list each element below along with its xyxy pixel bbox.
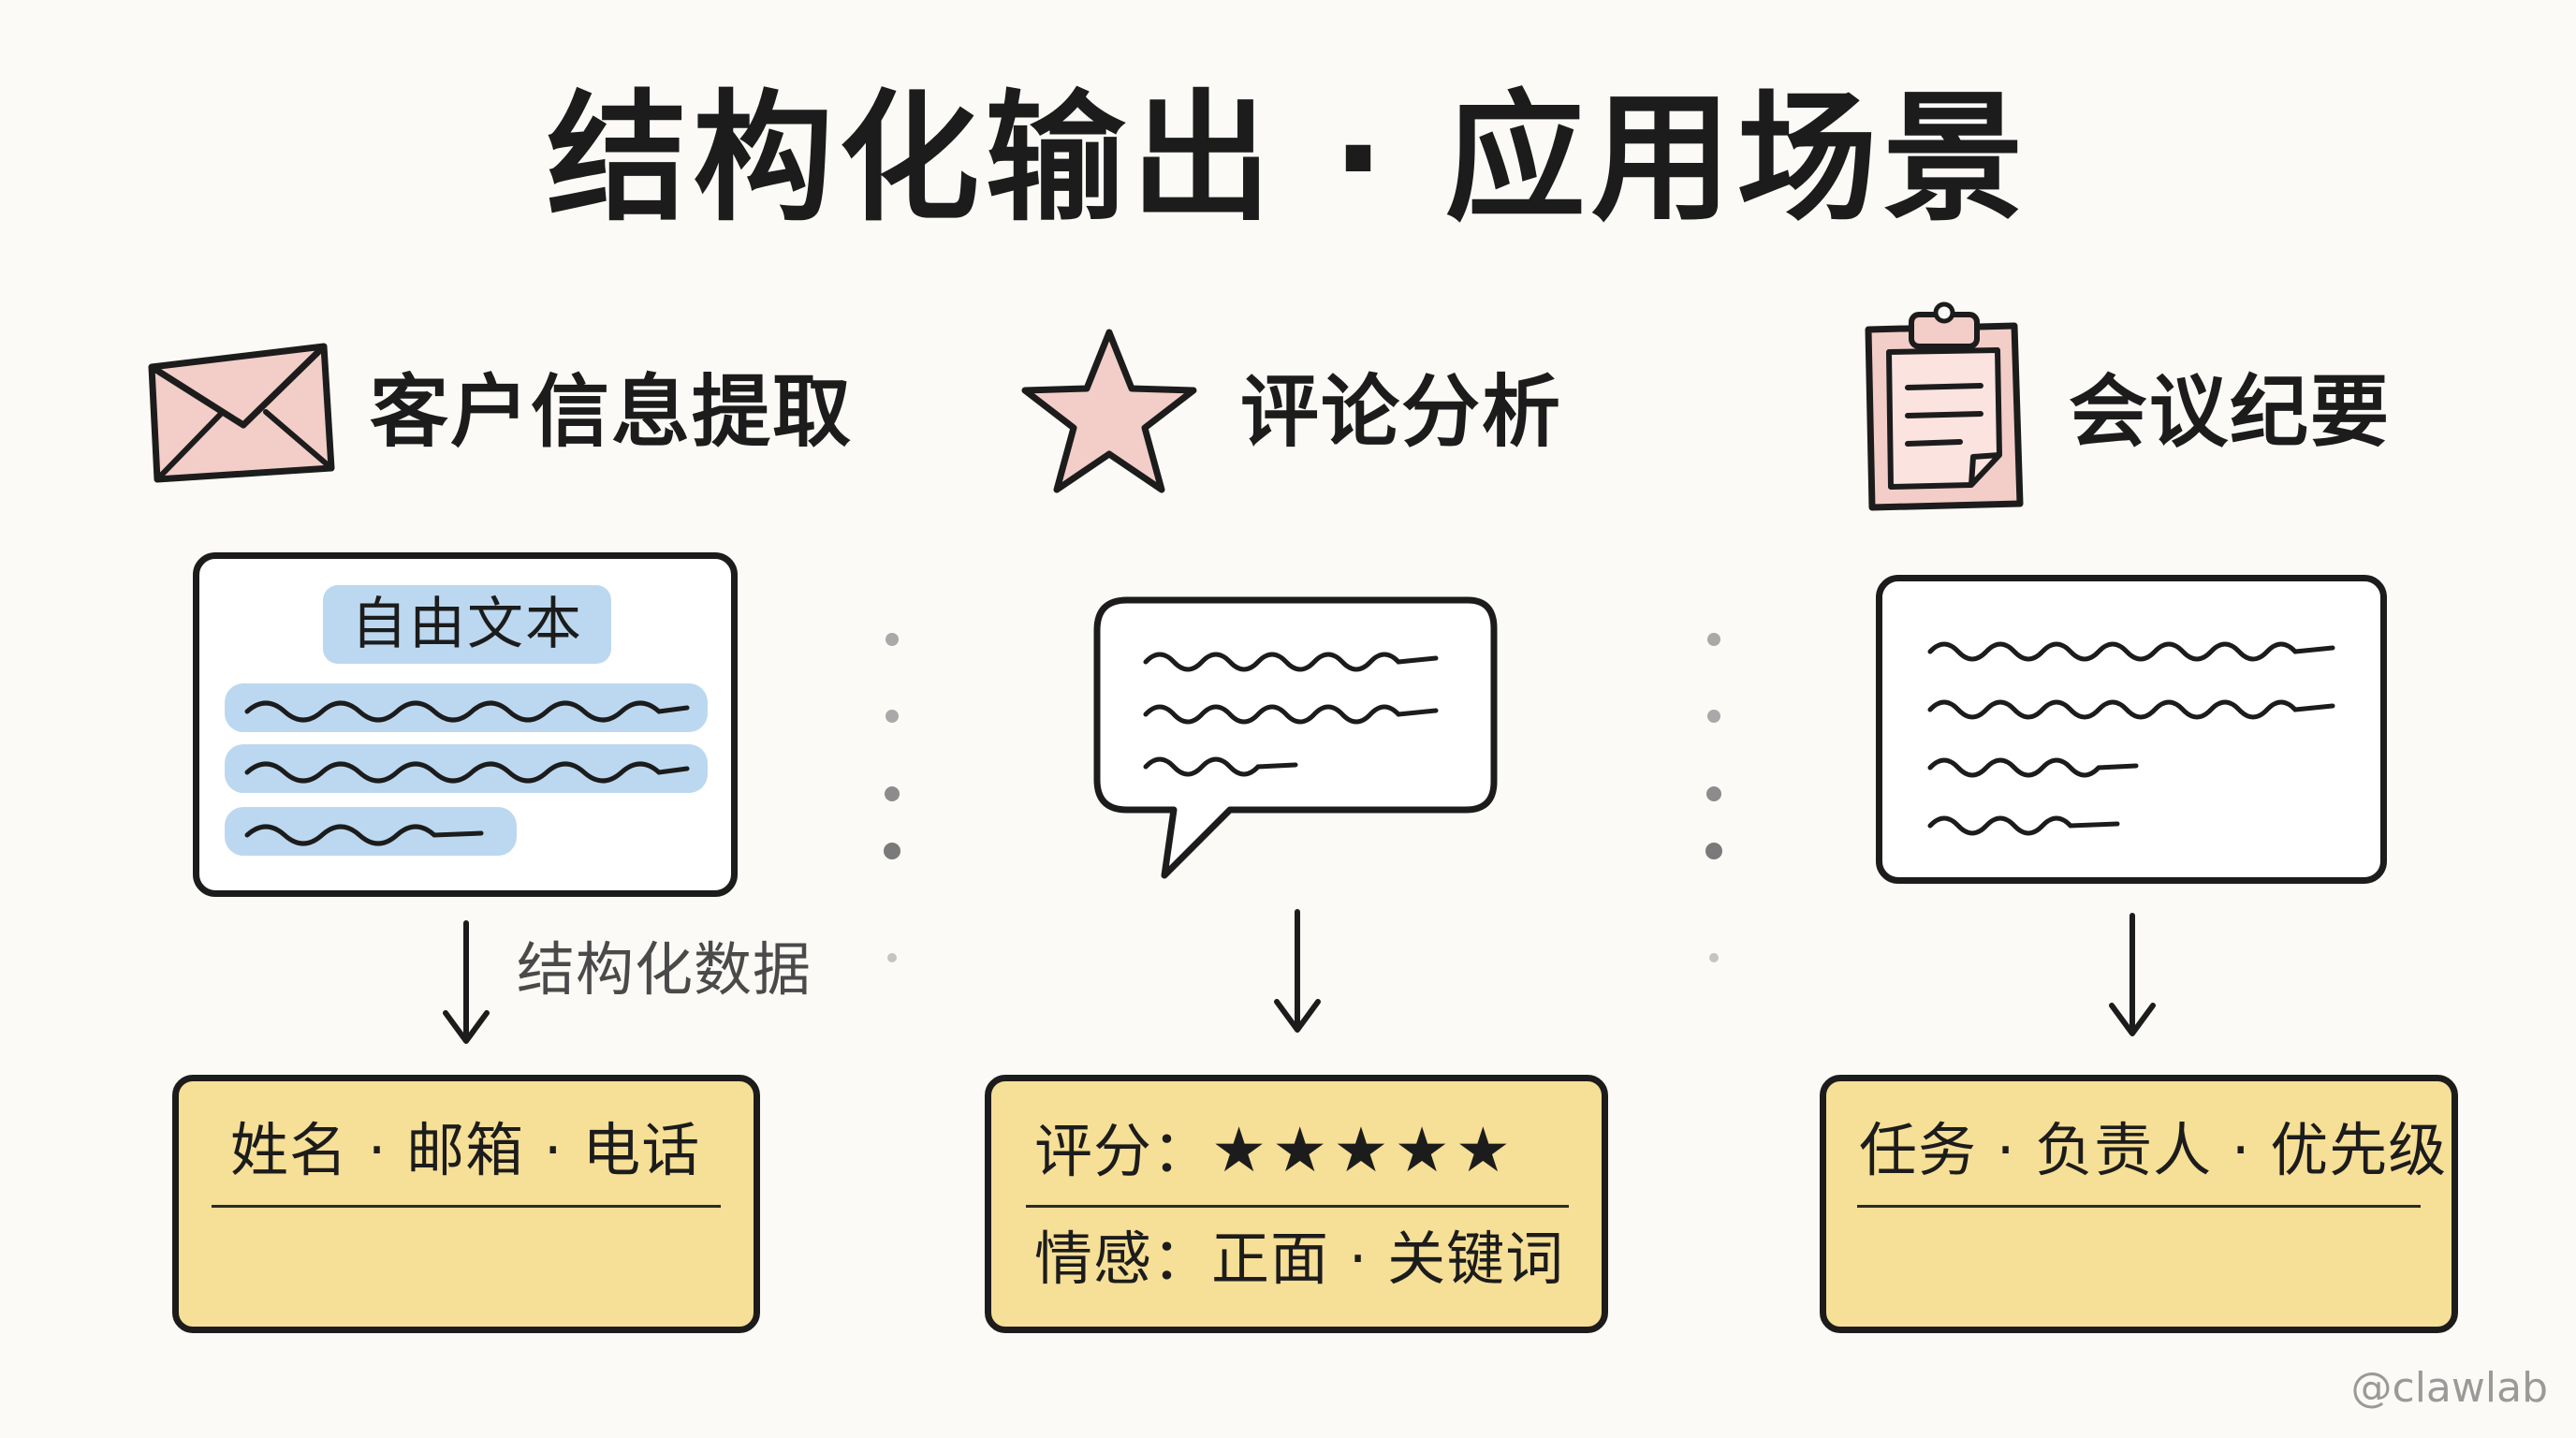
separator-dot — [1705, 843, 1722, 859]
rating-row: 评分：★★★★★ — [1034, 1120, 1516, 1181]
text-squiggle — [1927, 815, 2120, 836]
section-heading-meeting-minutes: 会议纪要 — [2069, 366, 2392, 458]
separator-dot — [1709, 953, 1719, 962]
rating-stars: ★★★★★ — [1211, 1114, 1516, 1186]
separator-dot — [886, 710, 899, 723]
text-squiggle — [244, 700, 690, 723]
down-arrow-icon — [1274, 909, 1321, 1033]
result-box-meeting-minutes — [1820, 1075, 2458, 1333]
down-arrow-icon — [443, 920, 490, 1044]
meeting-notes-card — [1876, 575, 2387, 884]
down-arrow-icon — [2109, 913, 2156, 1036]
result-box-review-analysis — [985, 1075, 1608, 1333]
separator-dot — [887, 953, 897, 962]
result-fields: 姓名 · 邮箱 · 电话 — [230, 1116, 701, 1184]
watermark: @clawlab — [2350, 1364, 2548, 1412]
text-squiggle — [244, 761, 690, 784]
result-divider — [212, 1205, 721, 1208]
result-divider — [1026, 1205, 1569, 1208]
section-heading-review-analysis: 评论分析 — [1240, 366, 1563, 458]
free-text-chip: 自由文本 — [323, 585, 611, 664]
separator-dot — [884, 843, 900, 859]
text-squiggle — [1927, 641, 2335, 662]
text-squiggle — [244, 824, 484, 846]
separator-dot — [1706, 786, 1721, 801]
highlight-bar — [225, 807, 517, 856]
result-divider — [1857, 1205, 2421, 1208]
separator-dot — [885, 786, 900, 801]
separator-dot — [1707, 633, 1720, 646]
speech-bubble-icon — [1093, 596, 1498, 879]
separator-dot — [1707, 710, 1720, 723]
envelope-icon — [148, 343, 335, 483]
rating-label: 评分： — [1034, 1117, 1212, 1185]
result-fields: 任务 · 负责人 · 优先级 — [1859, 1116, 2448, 1184]
star-icon — [1021, 329, 1197, 493]
section-heading-customer-info: 客户信息提取 — [370, 366, 854, 458]
separator-dot — [886, 633, 899, 646]
result-box-customer-info — [172, 1075, 760, 1333]
flow-label-structured-data: 结构化数据 — [517, 935, 812, 1004]
sentiment-row: 情感：正面 · 关键词 — [1034, 1225, 1565, 1293]
page-title: 结构化输出 · 应用场景 — [547, 78, 2029, 241]
text-squiggle — [1927, 699, 2335, 720]
clipboard-icon — [1865, 301, 2024, 511]
text-squiggle — [1927, 757, 2139, 778]
